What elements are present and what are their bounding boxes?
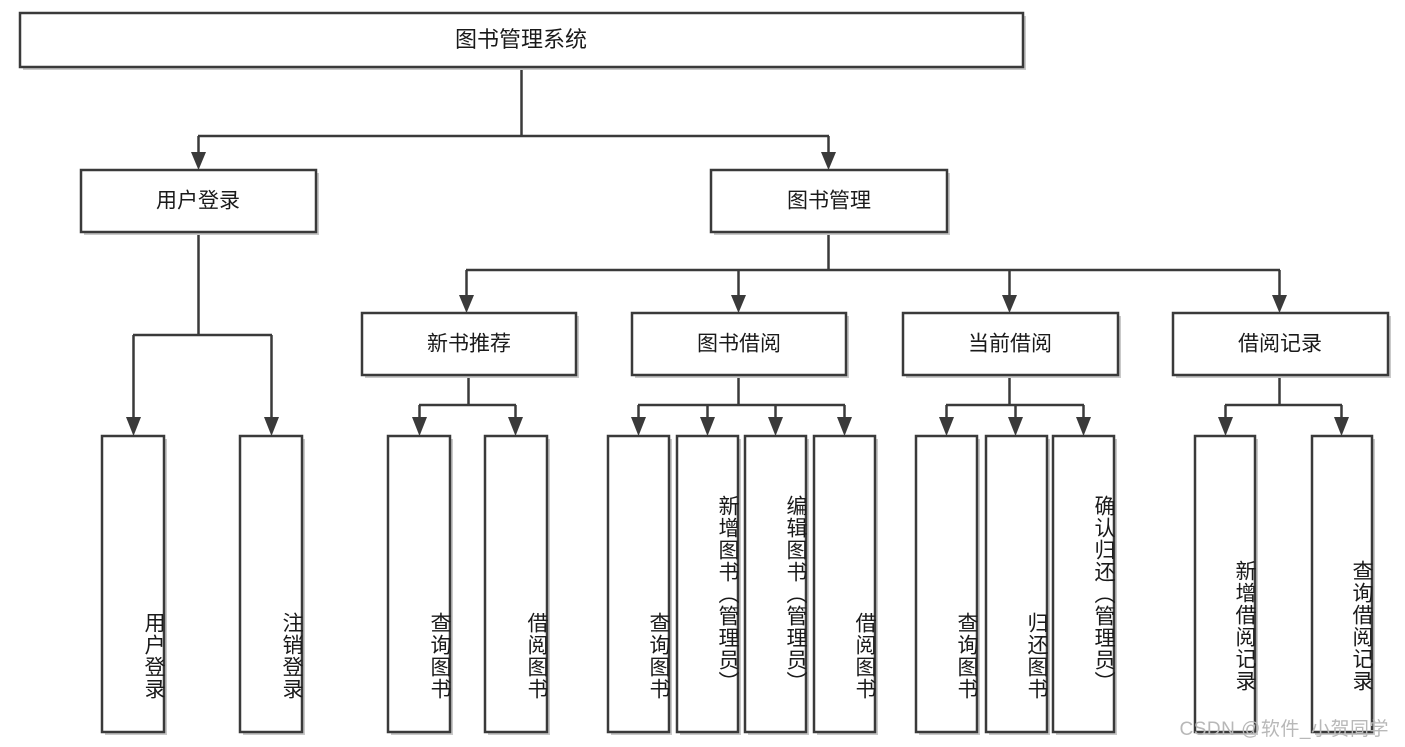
node-root[interactable]: 图书管理系统 — [18, 11, 1026, 70]
node-book-borrow-label: 图书借阅 — [697, 333, 781, 356]
arrow-to-leaf-query-book-1 — [412, 417, 427, 436]
arrow-to-leaf-query-record — [1334, 417, 1349, 436]
node-book-manage[interactable]: 图书管理 — [709, 168, 950, 235]
node-leaf-add-book[interactable] — [675, 434, 741, 735]
arrow-to-leaf-borrow-book-2 — [837, 417, 852, 436]
node-root-label: 图书管理系统 — [455, 27, 587, 52]
node-new-book-recommend-label: 新书推荐 — [427, 333, 511, 356]
arrow-to-book-borrow — [731, 295, 746, 313]
node-leaf-edit-book[interactable] — [743, 434, 809, 735]
arrow-to-leaf-query-book-3 — [939, 417, 954, 436]
node-user-login-label: 用户登录 — [156, 190, 240, 213]
node-leaf-user-login[interactable] — [100, 434, 167, 735]
arrow-to-current-borrow — [1002, 295, 1017, 313]
connector-group-borrow-record — [1218, 375, 1349, 436]
node-new-book-recommend[interactable]: 新书推荐 — [360, 311, 579, 378]
arrow-to-leaf-borrow-book-1 — [508, 417, 523, 436]
node-borrow-record-label: 借阅记录 — [1238, 333, 1322, 356]
node-book-borrow[interactable]: 图书借阅 — [630, 311, 849, 378]
arrow-to-leaf-return-book — [1008, 417, 1023, 436]
arrow-to-leaf-add-book — [700, 417, 715, 436]
arrow-to-leaf-add-record — [1218, 417, 1233, 436]
arrow-root-to-user-login — [191, 152, 206, 170]
arrow-to-leaf-edit-book — [768, 417, 783, 436]
node-leaf-borrow-book-2[interactable] — [812, 434, 878, 735]
arrow-root-to-book-manage — [821, 152, 836, 170]
node-current-borrow-label: 当前借阅 — [968, 333, 1052, 356]
connector-group-book-borrow — [631, 375, 852, 436]
node-leaf-query-book-2[interactable] — [606, 434, 672, 735]
arrow-to-leaf-user-login — [126, 417, 141, 436]
arrow-to-leaf-logout — [264, 417, 279, 436]
connector-group-new-book-recommend — [412, 375, 523, 436]
node-leaf-query-record[interactable] — [1310, 434, 1375, 735]
node-leaf-add-record[interactable] — [1193, 434, 1258, 735]
node-leaf-query-book-1[interactable] — [386, 434, 453, 735]
connector-group-book-manage — [459, 232, 1287, 313]
node-leaf-logout[interactable] — [238, 434, 305, 735]
csdn-watermark: CSDN @软件_小贺同学 — [1179, 719, 1389, 740]
node-leaf-confirm-return[interactable] — [1051, 434, 1117, 735]
arrow-to-borrow-record — [1272, 295, 1287, 313]
node-borrow-record[interactable]: 借阅记录 — [1171, 311, 1391, 378]
arrow-to-new-book-recommend — [459, 295, 474, 313]
node-user-login[interactable]: 用户登录 — [79, 168, 319, 235]
node-current-borrow[interactable]: 当前借阅 — [901, 311, 1121, 378]
connector-group-root — [191, 67, 836, 170]
connector-group-user-login — [126, 232, 279, 436]
arrow-to-leaf-confirm-return — [1076, 417, 1091, 436]
connector-group-current-borrow — [939, 375, 1091, 436]
arrow-to-leaf-query-book-2 — [631, 417, 646, 436]
node-leaf-borrow-book-1[interactable] — [483, 434, 550, 735]
node-leaf-return-book[interactable] — [984, 434, 1050, 735]
node-leaf-query-book-3[interactable] — [914, 434, 980, 735]
node-book-manage-label: 图书管理 — [787, 190, 871, 213]
